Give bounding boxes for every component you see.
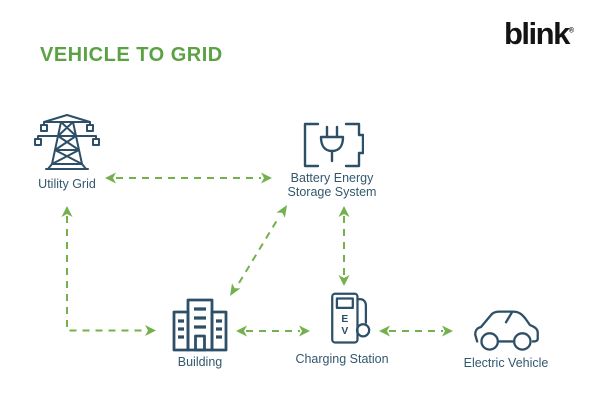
battery-plug-icon: [303, 122, 364, 168]
arrow-building-bess: [230, 205, 287, 296]
car-icon: [474, 310, 539, 351]
charging-station-label: Charging Station: [295, 352, 389, 366]
battery-storage-label-line1: Battery Energy: [290, 171, 374, 185]
utility-grid-label: Utility Grid: [38, 177, 96, 191]
node-battery-storage: Battery Energy Storage System: [271, 122, 393, 200]
blink-logo-text: blink: [503, 16, 570, 51]
registered-trademark: ®: [568, 27, 574, 35]
battery-storage-label: Battery Energy Storage System: [271, 171, 393, 200]
node-charging-station: E V Charging Station: [282, 291, 402, 366]
node-utility-grid: Utility Grid: [17, 112, 117, 191]
ev-charger-icon: E V: [331, 292, 371, 344]
building-icon: [172, 298, 228, 352]
arrow-utility-grid-bess: [105, 172, 272, 184]
transmission-tower-icon: [34, 114, 100, 170]
battery-storage-label-line2: Storage System: [287, 185, 377, 200]
electric-vehicle-label: Electric Vehicle: [463, 356, 549, 370]
arrow-bess-charging-station: [338, 206, 350, 286]
node-electric-vehicle: Electric Vehicle: [446, 303, 566, 370]
arrow-utility-grid-building: [61, 206, 156, 336]
node-building: Building: [150, 298, 250, 369]
ev-letter-e: E: [341, 314, 348, 325]
blink-logo: blink®: [504, 16, 574, 52]
ev-letter-v: V: [341, 326, 348, 337]
page-title: VEHICLE TO GRID: [40, 44, 223, 66]
arrow-charging-station-ev: [379, 325, 453, 337]
arrow-building-charging-station: [236, 325, 310, 337]
building-label: Building: [177, 355, 223, 369]
